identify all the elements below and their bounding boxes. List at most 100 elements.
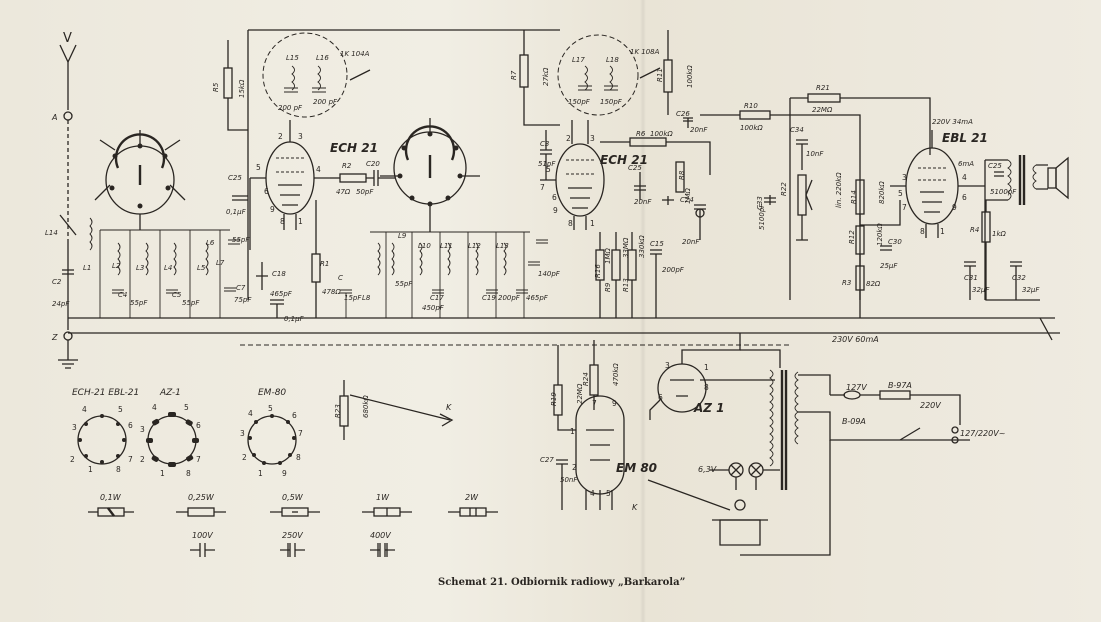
- c01-value: 0,1µF: [284, 315, 305, 323]
- c7-value: 75pF: [234, 296, 252, 304]
- tuning-eye-network: R19 22MΩ R24 470kΩ C27 50nF R23 680kΩ K: [334, 340, 620, 510]
- pin-label: 9: [612, 399, 617, 408]
- heater-voltage-label: 6,3V: [698, 465, 717, 474]
- r12-label: R12: [848, 230, 856, 244]
- pin-label: 4: [82, 405, 87, 414]
- power-supply: AZ 1 3 1 8 6 127V B-97A 220V B-09A 127/2…: [632, 333, 1005, 556]
- c34-label: C34: [790, 126, 804, 134]
- pin-label: 8: [568, 219, 573, 228]
- pin-label: 5: [184, 403, 189, 412]
- c25-value: 0,1µF: [226, 208, 247, 216]
- pin-label: 1: [258, 469, 263, 478]
- aerial-input: V A Z L14 C2 24pF: [45, 31, 78, 369]
- pin-label: 5: [546, 165, 551, 174]
- r3-value: 82Ω: [866, 280, 881, 288]
- pin-label: 9: [270, 205, 275, 214]
- pin-label: 6: [962, 193, 967, 202]
- pin-label: 6: [658, 393, 663, 402]
- waveband-switch-1: [94, 130, 186, 230]
- pin-label: 2: [566, 134, 571, 143]
- pin-label: 1: [88, 465, 93, 474]
- pin-label: 2: [572, 463, 577, 472]
- power-filter: R4 1kΩ C31 32µF C32 32µF: [964, 200, 1053, 341]
- pin-label: 9: [952, 203, 957, 212]
- c5-label: C5: [172, 291, 182, 299]
- r3-label: R3: [842, 279, 851, 287]
- agc-network: R16 1MΩ R9 33MΩ 330kΩ R13 C15 200pF: [594, 232, 685, 318]
- c24-value: 20nF: [634, 198, 652, 206]
- coil-l14-label: L14: [45, 229, 58, 237]
- audio-coupling: C26 20nF R10 100kΩ R21 22MΩ: [676, 84, 931, 300]
- r5-label: R5: [212, 82, 220, 92]
- c-l17-value: 150pF: [568, 98, 591, 106]
- switch-k1-label: K: [446, 403, 452, 412]
- tube-output-label: EBL 21: [942, 131, 988, 145]
- pin-label: 3: [590, 134, 595, 143]
- pin-label: 8: [920, 227, 925, 236]
- cb-label: C: [338, 274, 343, 282]
- c15-label: C15: [650, 240, 664, 248]
- r24-value: 470kΩ: [612, 363, 620, 386]
- c24-label: C24: [680, 196, 694, 204]
- r4-label: R4: [970, 226, 979, 234]
- rf-coil-bank: L1 L2 L3 L4 L5 L6 L7 C4 55pF C5 55pF 55p…: [83, 217, 252, 318]
- pin-label: 1: [704, 363, 709, 372]
- aerial-label: V: [63, 31, 72, 46]
- r6-label: R6: [636, 130, 646, 138]
- output-screen-current: 6mA: [958, 160, 974, 168]
- terminal-z-label: Z: [51, 333, 58, 342]
- coil-l13-label: L13: [496, 242, 509, 250]
- r21-value: 22MΩ: [812, 106, 833, 114]
- c36-value: 465pF: [526, 294, 549, 302]
- r4-value: 1kΩ: [992, 230, 1007, 238]
- grid-leak-r2-c20: R2 47Ω C20 50pF: [330, 160, 395, 196]
- legend-c-250v: 250V: [282, 531, 303, 540]
- r19-label: R19: [550, 392, 558, 406]
- r24-label: R24: [582, 372, 590, 386]
- pin-label: 7: [128, 455, 133, 464]
- c32-label: C32: [1012, 274, 1026, 282]
- if-filter-1-label: 1K 104A: [340, 50, 370, 58]
- r14-label: R14: [850, 190, 858, 204]
- if-filter-2-label: 1K 108A: [630, 48, 660, 56]
- c31-label: C31: [964, 274, 978, 282]
- pin-label: 6: [292, 411, 297, 420]
- c3-label: C3: [540, 140, 549, 148]
- pin-label: 2: [242, 453, 247, 462]
- coil-l3-label: L3: [136, 264, 144, 272]
- c26-value: 20nF: [690, 126, 708, 134]
- c2-label: C2: [52, 278, 62, 286]
- tube-if-amp: ECH 21 2 3 5 7 6 9 8 1: [540, 120, 648, 230]
- coil-l7-label: L7: [216, 259, 225, 267]
- pin-label: 1: [160, 469, 165, 478]
- pin-label: 3: [902, 173, 907, 182]
- cb-value: 15pF: [344, 294, 362, 302]
- pin-label: 7: [298, 429, 303, 438]
- pin-label: 8: [186, 469, 191, 478]
- l17-label: L17: [572, 56, 585, 64]
- pin-label: 1: [298, 217, 303, 226]
- pin-label: 1: [590, 219, 595, 228]
- fuse-2-label: B-09A: [842, 417, 866, 426]
- r6-value: 100kΩ: [650, 130, 673, 138]
- r1-label: R1: [320, 260, 329, 268]
- pin-label: 6: [264, 187, 269, 196]
- r21-label: R21: [816, 84, 830, 92]
- c9-value: 55pF: [232, 236, 250, 244]
- pin-label: 2: [140, 455, 145, 464]
- b-plus-label: 230V 60mA: [832, 335, 879, 344]
- pin-label: 2: [70, 455, 75, 464]
- coil-l6-label: L6: [206, 239, 215, 247]
- resistor-r7: R7 27kΩ: [510, 30, 560, 126]
- pin-label: 3: [298, 132, 303, 141]
- coil-l10-label: L10: [418, 242, 431, 250]
- coil-l12-label: L12: [468, 242, 481, 250]
- legend-c-400v: 400V: [370, 531, 391, 540]
- r8-value: 1MΩ: [684, 188, 692, 204]
- detector-network: R6 100kΩ R8 1MΩ C25 20nF C24 20nF: [600, 130, 711, 246]
- tube-if-amp-label: ECH 21: [600, 153, 648, 167]
- pin-label: 5: [256, 163, 261, 172]
- legend-r-1w: 1W: [376, 493, 390, 502]
- r7-value: 27kΩ: [542, 67, 550, 86]
- c-l18-value: 150pF: [600, 98, 623, 106]
